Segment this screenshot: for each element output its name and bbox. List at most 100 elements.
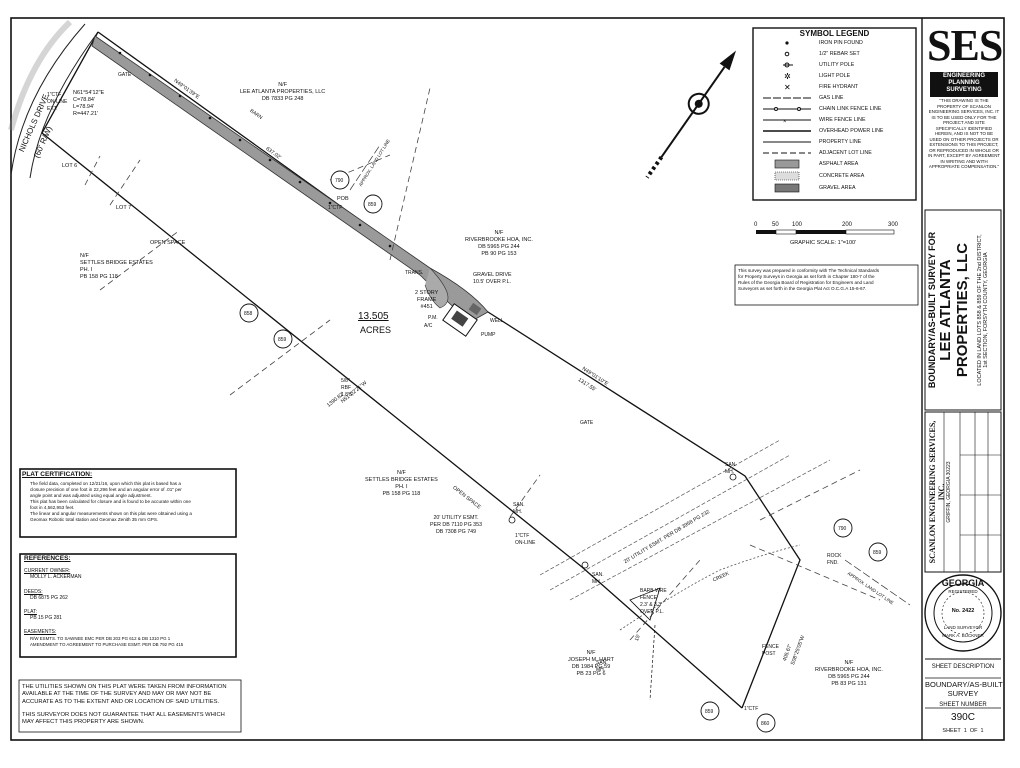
open-space-1: OPEN SPACE [150,240,186,246]
seal-number: No. 2422 [951,608,975,614]
legend-gravel: GRAVEL AREA [753,183,923,194]
firm-name-block: SCANLON ENGINEERING SERVICES, INC. GRIFF… [928,414,958,570]
ctf-on-line: 1"CTF ON-LINE [515,533,536,546]
land-lot-markers [239,170,888,733]
legend-label: GRAVEL AREA [819,185,856,191]
property-line-south [41,132,743,709]
legend-label: 1/2" REBAR SET [819,51,860,57]
utility-easement-1: 20' UTILITY ESMT. PER DB 7110 PG 353 DB … [430,515,483,535]
ctf-label: 1"CTF [328,205,343,211]
well-label: WELL [490,318,504,324]
legend-concrete: CONCRETE AREA [753,171,923,182]
san-mh-1: SAN. MH. [513,502,525,515]
fence-posts [118,51,392,248]
legend-label: GAS LINE [819,95,844,101]
scale-tick-300: 300 [888,222,899,228]
legend-iron-pin: IRON PIN FOUND [753,38,923,49]
owner-riverbrooke-bot: N/F RIVERBROOKE HOA, INC. DB 5965 PG 244… [815,660,883,687]
legend-label: CHAIN LINK FENCE LINE [819,106,882,112]
property-line-west [41,31,99,134]
utility-easement-lines [539,439,831,601]
revision-table-grid [943,412,1001,572]
legend-fire-hydrant: ✕FIRE HYDRANT [753,82,923,93]
pm-label: P.M. [428,315,438,321]
barb-wire-label: BARB WRE FENCE 2.3' & 3.3' OVER P.L. [640,588,667,615]
legend-chain-link: CHAIN LINK FENCE LINE [753,104,923,115]
title-block-firm [924,411,1002,573]
graphic-scale [756,229,895,235]
barb-wire-fence [629,587,661,701]
land-lot-859-a: 859 [368,202,377,208]
owner-value: MOLLY L. ACKERMAN [30,574,82,581]
owner-hart: N/F JOSEPH M. HART DB 1984 PG 59 PB 23 P… [568,650,615,677]
sanitary-manholes [508,473,737,569]
copyright-note: "THIS DRAWING IS THE PROPERTY OF SCANLON… [927,98,1001,169]
seal-state: GEORGIA [941,578,985,588]
symbol-legend-box [752,27,917,201]
owner-settles-left: N/F SETTLES BRIDGE ESTATES PH. I PB 158 … [80,253,153,280]
house-footprint [442,302,482,337]
legend-light-pole: ✲LIGHT POLE [753,71,923,82]
san-mh-3: SAN. MH. [725,462,737,475]
legend-label: PROPERTY LINE [819,139,862,145]
house-label: 2 STORY FRAME #451 [415,290,439,310]
land-lot-790-b: 790 [838,526,847,532]
rock-fnd-label: ROCK FND. [827,553,842,566]
ctf-bottom: 1"CTF [744,706,759,712]
references-title: REFERENCES: [24,555,71,562]
legend-asphalt: ASPHALT AREA [753,159,923,170]
legend-property-line: PROPERTY LINE [753,137,923,148]
legend-title: SYMBOL LEGEND [799,29,870,38]
trans-label: TRANS. [405,270,424,276]
surveyor-seal [924,574,1002,652]
firm-address: GRIFFIN, GEORGIA 30223 [946,461,952,523]
symbol-legend: IRON PIN FOUND 1/2" REBAR SET UTILITY PO… [753,38,916,198]
san-mh-4: SAN. MH. [596,660,608,673]
sheet-border [10,17,1005,741]
seal-registered: REGISTERED [948,589,978,594]
road-edge-outer [10,23,86,176]
legend-label: IRON PIN FOUND [819,40,863,46]
owner-label: CURRENT OWNER: [24,568,71,575]
references-box [19,553,237,658]
land-lot-859-d: 859 [705,709,714,715]
deeds-value: DB 6875 PG 262 [30,594,68,601]
creek-line [619,544,801,631]
location-line2: 1st SECTION, FORSYTH COUNTY, GEORGIA [983,252,989,368]
scale-tick-50: 50 [772,222,779,228]
legend-overhead-power: OVERHEAD POWER LINE [753,126,923,137]
title-block-survey [924,209,1002,411]
svg-text:×: × [783,119,787,125]
scale-label: GRAPHIC SCALE: 1"=100' [790,240,857,246]
legend-adjacent-lot: ADJACENT LOT LINE [753,148,923,159]
scale-tick-200: 200 [842,222,853,228]
plat-cert-title: PLAT CERTIFICATION: [22,471,93,478]
land-lot-859-c: 859 [873,550,882,556]
plat-cert-body: The field data, completed on 12/21/16, u… [30,481,192,522]
rebar-label: 5/8" RBF 1.8'S. [341,378,354,398]
legend-label: OVERHEAD POWER LINE [819,128,884,134]
utility-notes-box [18,679,242,733]
sheet-count: SHEET 1 OF 1 [942,728,984,734]
survey-title: BOUNDARY/AS-BUILT SURVEY FOR LEE ATLANTA… [927,215,1003,405]
pump-label: PUMP [481,332,496,338]
lot-7: LOT 7 [116,205,132,211]
legend-label: UTILITY POLE [819,62,855,68]
seal-name: MARK A. BUCKNER [942,633,984,638]
easements-label: EASEMENTS: [24,629,57,636]
survey-title-line2: LEE ATLANTA [937,259,954,361]
svg-text:✲: ✲ [784,72,791,81]
scale-tick-0: 0 [754,222,758,228]
legend-label: ADJACENT LOT LINE [819,150,872,156]
owner-settles-mid: N/F SETTLES BRIDGE ESTATES PH. I PB 158 … [365,470,438,497]
curve-data: N61°54'12"E C=78.84' L=78.94' R=447.21' [73,90,105,117]
sheet-number: 390C [951,712,975,723]
gravel-drive-label: GRAVEL DRIVE 10.5' OVER P.L. [473,272,512,285]
scale-tick-100: 100 [792,222,803,228]
svg-text:✕: ✕ [784,83,791,92]
land-lot-790-a: 790 [335,178,344,184]
utilities-note: THE UTILITIES SHOWN ON THIS PLAT WERE TA… [22,684,227,705]
seal-role: LAND SURVEYOR [943,625,983,630]
firm-logo: SES [927,21,1003,70]
survey-title-line3: PROPERTIES, LLC [954,242,971,378]
